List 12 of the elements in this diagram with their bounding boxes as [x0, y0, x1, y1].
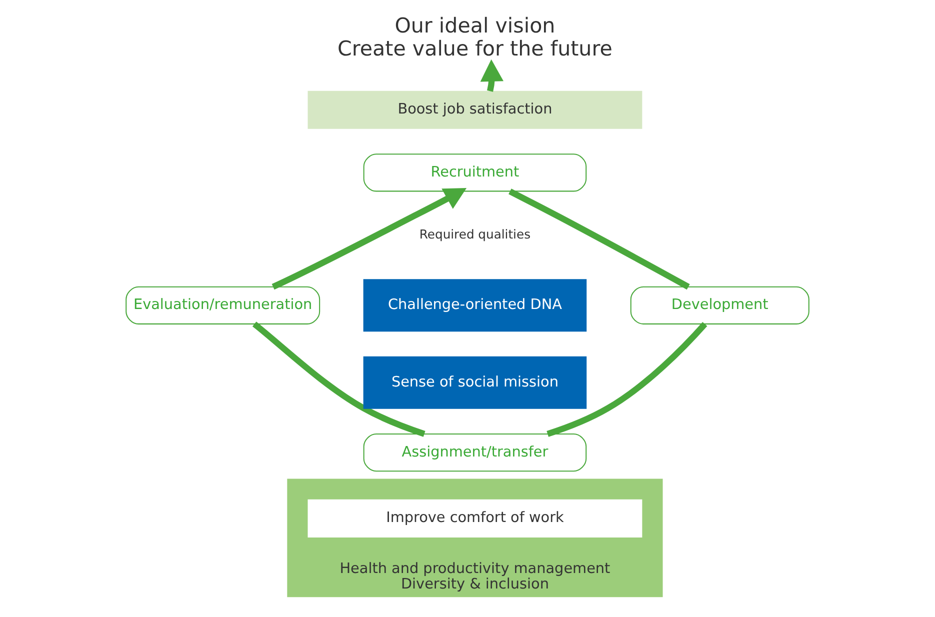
node-box: Challenge-oriented DNA	[363, 279, 587, 332]
arrow	[480, 59, 504, 92]
node-box: Development	[630, 286, 810, 324]
label: Required qualities	[419, 228, 531, 242]
node-box: Recruitment	[363, 154, 587, 192]
node-box: Sense of social mission	[363, 356, 587, 409]
arrow	[272, 188, 467, 290]
node-box: Assignment/transfer	[363, 434, 587, 472]
node-box: Improve comfort of work	[308, 499, 642, 538]
node-text: Our ideal vision Create value for the future	[338, 14, 612, 60]
node-box: Evaluation/remuneration	[126, 286, 320, 324]
node-box: Boost job satisfaction	[308, 90, 642, 129]
